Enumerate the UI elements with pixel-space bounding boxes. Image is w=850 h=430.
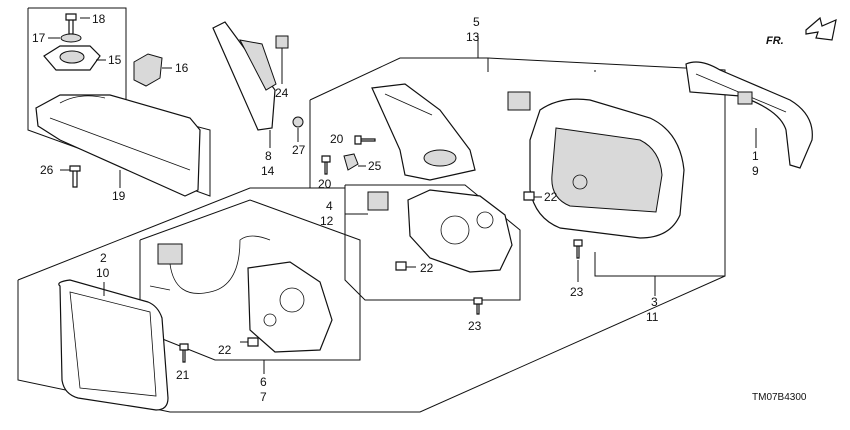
callout-25: 25 — [368, 159, 382, 173]
callout-21: 21 — [176, 368, 190, 382]
callout-1: 1 — [752, 149, 759, 163]
mirror-glass-inner — [69, 291, 157, 397]
callout-9: 9 — [752, 164, 759, 178]
callout-13: 13 — [466, 30, 480, 44]
housing-bolt — [572, 174, 588, 190]
motor-connector-icon — [157, 243, 183, 265]
skull-cap-clip — [737, 91, 753, 105]
motor-assembly-parts — [149, 235, 333, 374]
actuator-parts — [345, 189, 513, 315]
screw-21-icon — [179, 343, 189, 363]
callout-17: 17 — [32, 31, 46, 45]
callout-labels: 18 17 15 16 26 19 24 8 14 27 5 13 20 25 … — [32, 12, 759, 404]
front-arrow-icon — [805, 16, 837, 41]
callout-22b: 22 — [544, 190, 558, 204]
screw-20b-icon — [321, 155, 331, 175]
callout-12: 12 — [320, 214, 334, 228]
housing-connector-icon — [507, 91, 531, 111]
mount-cover-16-icon — [133, 53, 163, 87]
screw-23a-icon — [473, 297, 483, 315]
mirror-housing-parts — [507, 91, 685, 296]
callout-23a: 23 — [468, 319, 482, 333]
callout-26: 26 — [40, 163, 54, 177]
front-direction-label: FR. — [766, 35, 784, 47]
mirror-glass-parts — [58, 279, 169, 411]
clip-24-icon — [275, 35, 289, 49]
actuator-gear — [440, 215, 470, 245]
motor-harness-end — [149, 285, 171, 291]
nut-25-icon — [343, 153, 359, 171]
callout-11: 11 — [646, 310, 659, 324]
callout-5: 5 — [473, 15, 480, 29]
motor-gear — [279, 287, 305, 313]
base-hole — [423, 149, 457, 167]
callout-16: 16 — [175, 61, 189, 75]
callout-23b: 23 — [570, 285, 584, 299]
actuator-unit-icon — [407, 189, 513, 273]
motor-harness — [169, 235, 271, 294]
rearview-mirror-19-icon — [35, 94, 201, 197]
callout-14: 14 — [261, 164, 275, 178]
callout-20a: 20 — [330, 132, 344, 146]
mirror-base-5-icon — [371, 83, 476, 181]
callout-4: 4 — [326, 199, 333, 213]
trim-8-icon — [212, 21, 276, 131]
skull-cap-1-icon — [685, 61, 813, 169]
group-outlines — [17, 7, 726, 413]
mirror-motor-icon — [247, 261, 333, 353]
callout-2: 2 — [100, 251, 107, 265]
mount-base-hole — [59, 50, 85, 64]
rearview-mirror-box — [27, 7, 211, 197]
callout-15: 15 — [108, 53, 122, 67]
callout-27: 27 — [292, 143, 306, 157]
actuator-box — [344, 184, 521, 301]
screw-26-icon — [69, 165, 81, 188]
skull-cap-parts — [685, 16, 837, 169]
actuator-gear-2 — [476, 211, 494, 229]
motor-gear-2 — [263, 313, 277, 327]
rearview-mirror-parts — [35, 13, 201, 197]
outer-region-top — [17, 187, 345, 281]
trim-inner — [239, 39, 277, 91]
screw-22b-icon — [523, 191, 535, 201]
callout-18: 18 — [92, 12, 106, 26]
washer-17-icon — [60, 33, 82, 43]
screw-20a-icon — [354, 135, 376, 145]
screw-18-icon — [65, 13, 77, 35]
callout-24: 24 — [275, 86, 289, 100]
diagram-code: TM07B4300 — [752, 392, 807, 403]
callout-10: 10 — [96, 266, 110, 280]
callout-22c: 22 — [218, 343, 232, 357]
screw-27-icon — [292, 116, 304, 128]
housing-interior — [551, 127, 663, 213]
callout-19: 19 — [112, 189, 126, 203]
callout-8: 8 — [265, 149, 272, 163]
base-edge — [384, 93, 433, 116]
mirror-stem-line — [59, 95, 106, 104]
screw-23b-icon — [573, 239, 583, 259]
mirror-base-parts — [321, 36, 479, 181]
mirror-edge-line — [49, 117, 191, 171]
mirror-trim-parts — [212, 21, 304, 148]
callout-3: 3 — [651, 295, 658, 309]
mirror-glass-2-icon — [58, 279, 169, 411]
connector-4-icon — [367, 191, 389, 211]
housing-region-outline — [309, 57, 726, 277]
screw-22c-icon — [247, 337, 259, 347]
callout-22a: 22 — [420, 261, 434, 275]
callout-7: 7 — [260, 390, 267, 404]
callout-20b: 20 — [318, 177, 332, 191]
screw-22a-icon — [395, 261, 407, 271]
outer-region-bottom — [17, 275, 726, 413]
callout-6: 6 — [260, 375, 267, 389]
